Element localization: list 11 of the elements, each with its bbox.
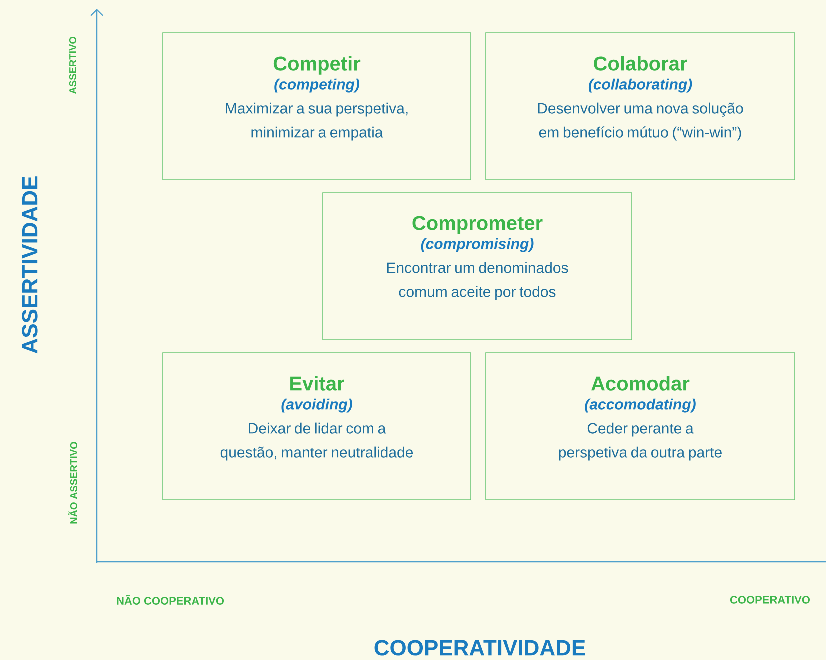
axis-end-label: ASSERTIVO <box>69 36 77 94</box>
axis-end-label: COOPERATIVO <box>730 596 810 604</box>
strategy-box: Colaborar (collaborating) Desenvolver uma nova solução em benefício mútuo (“win-win”) <box>486 32 796 180</box>
axis-title: ASSERTIVIDADE <box>22 176 38 354</box>
axis-title: COOPERATIVIDADE <box>374 640 586 656</box>
strategy-box: Evitar (avoiding) Deixar de lidar com a questão, manter neutralidade <box>162 352 472 500</box>
strategy-box: Competir (competing) Maximizar a sua perspetiva, minimizar a empatia <box>162 32 472 180</box>
axis-end-label: NÃO COOPERATIVO <box>117 595 224 605</box>
axis-end-label: NÃO ASSERTIVO <box>68 442 78 524</box>
strategy-box: Comprometer (compromising) Encontrar um denominados comum aceite por todos <box>322 192 632 340</box>
strategy-box: Acomodar (accomodating) Ceder perante a perspetiva da outra parte <box>486 352 796 500</box>
